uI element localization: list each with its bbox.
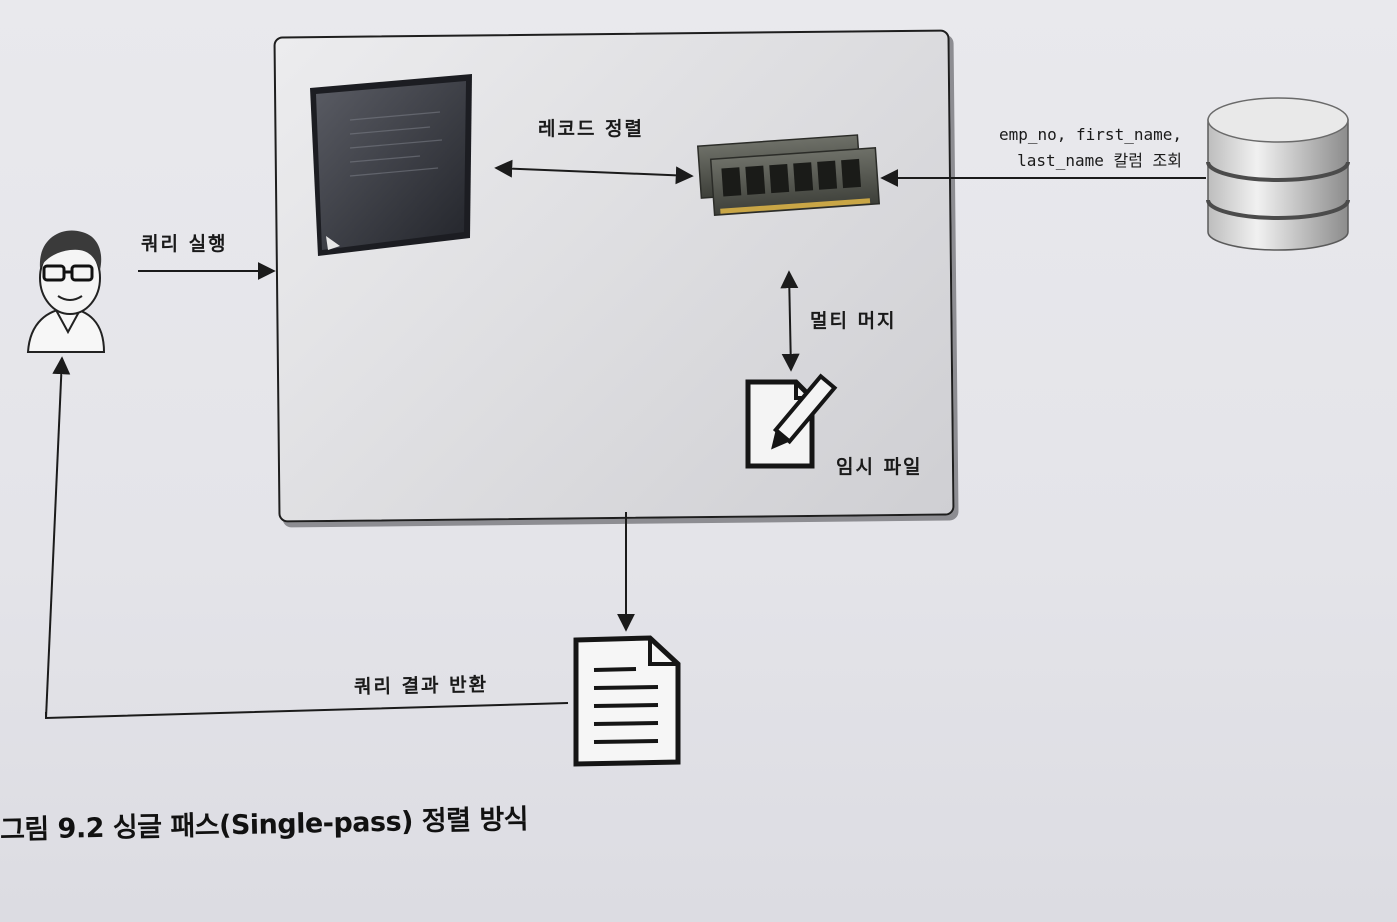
multi-merge-label: 멀티 머지: [810, 310, 897, 332]
user-avatar-icon: [26, 230, 106, 353]
temp-file-label: 임시 파일: [836, 456, 923, 478]
column-fetch-line1: emp_no, first_name,: [998, 125, 1182, 144]
temp-file-pencil-icon: [745, 373, 838, 469]
database-icon: [1206, 97, 1350, 251]
memory-ram-icon: [696, 134, 881, 216]
record-sort-label: 레코드 정렬: [538, 118, 645, 140]
multi-merge-arrow: [780, 270, 800, 372]
result-document-icon: [573, 635, 681, 767]
result-return-arrow-up: [45, 356, 71, 719]
result-return-arrow: [45, 702, 569, 720]
column-fetch-label: emp_no, first_name, last_name 칼럼 조회: [960, 122, 1182, 174]
query-exec-label: 쿼리 실행: [141, 233, 228, 255]
connector-arrows: [45, 159, 1206, 720]
record-sort-arrow: [494, 159, 694, 185]
query-result-label: 쿼리 결과 반환: [353, 673, 489, 699]
column-fetch-line2: last_name 칼럼 조회: [1017, 151, 1182, 170]
sort-buffer-book-icon: [310, 74, 472, 256]
